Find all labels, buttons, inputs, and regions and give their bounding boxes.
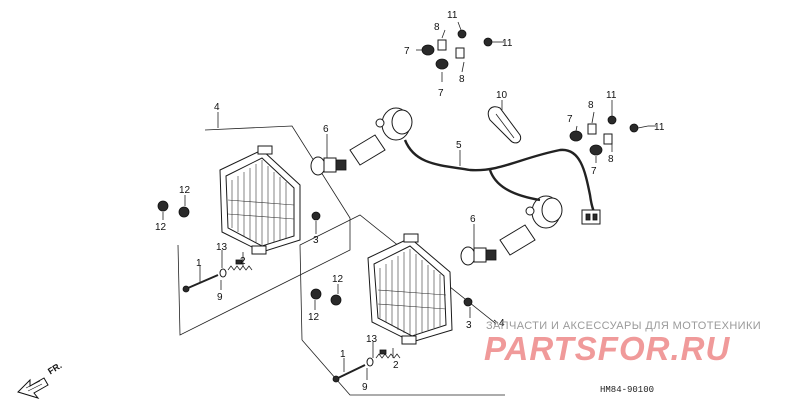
mount-hardware-upper: [421, 29, 500, 70]
bulb-left: [310, 156, 347, 176]
callout-6: 6: [470, 214, 476, 225]
callout-7: 7: [591, 166, 597, 177]
callout-12: 12: [155, 222, 167, 233]
callout-3: 3: [313, 235, 319, 246]
callout-11: 11: [654, 122, 665, 133]
adjuster-left: [182, 259, 253, 293]
callout-8: 8: [608, 154, 614, 165]
leader-lines: [162, 21, 656, 380]
wire-harness: [403, 139, 601, 225]
callout-1: 1: [196, 258, 202, 269]
callout-12: 12: [332, 274, 344, 285]
callout-13: 13: [366, 334, 378, 345]
diagram-code: HM84-90100: [600, 385, 655, 395]
callout-7: 7: [438, 88, 444, 99]
nuts-right: [310, 288, 473, 307]
assembly-frame-right: [299, 214, 505, 396]
callout-7: 7: [404, 46, 410, 57]
callout-2: 2: [393, 360, 399, 371]
socket-left: [349, 107, 413, 166]
callout-12: 12: [179, 185, 191, 196]
callout-9: 9: [217, 292, 223, 303]
watermark-subtitle: ЗАПЧАСТИ И АКСЕССУАРЫ ДЛЯ МОТОТЕХНИКИ: [486, 320, 762, 332]
callout-4: 4: [214, 102, 220, 113]
watermark-brand: PARTSFOR.RU: [484, 330, 731, 367]
callout-4: 4: [499, 318, 505, 329]
bulb-right: [460, 246, 497, 266]
callout-5: 5: [456, 140, 462, 151]
callout-13: 13: [216, 242, 228, 253]
callout-labels: 11 8 7 11 8 7 10 7 8 11 11 8 7 4 6 5 12 …: [155, 10, 665, 393]
callout-12: 12: [308, 312, 320, 323]
assembly-frame-left: [177, 125, 351, 336]
headlight-left: [219, 145, 301, 255]
callout-8: 8: [459, 74, 465, 85]
mount-hardware-side: [569, 115, 649, 156]
callout-10: 10: [496, 90, 508, 101]
callout-7: 7: [567, 114, 573, 125]
socket-right: [499, 195, 563, 256]
callout-9: 9: [362, 382, 368, 393]
nuts-left: [157, 200, 321, 221]
callout-6: 6: [323, 124, 329, 135]
adjuster-right: [332, 349, 401, 383]
headlight-right: [367, 233, 453, 345]
callout-11: 11: [502, 38, 513, 49]
callout-11: 11: [447, 10, 458, 21]
callout-8: 8: [434, 22, 440, 33]
clamp: [487, 106, 522, 144]
callout-1: 1: [340, 349, 346, 360]
front-direction-arrow-icon: [17, 377, 49, 399]
callout-3: 3: [466, 320, 472, 331]
callout-11: 11: [606, 90, 617, 101]
callout-2: 2: [240, 256, 246, 267]
callout-8: 8: [588, 100, 594, 111]
